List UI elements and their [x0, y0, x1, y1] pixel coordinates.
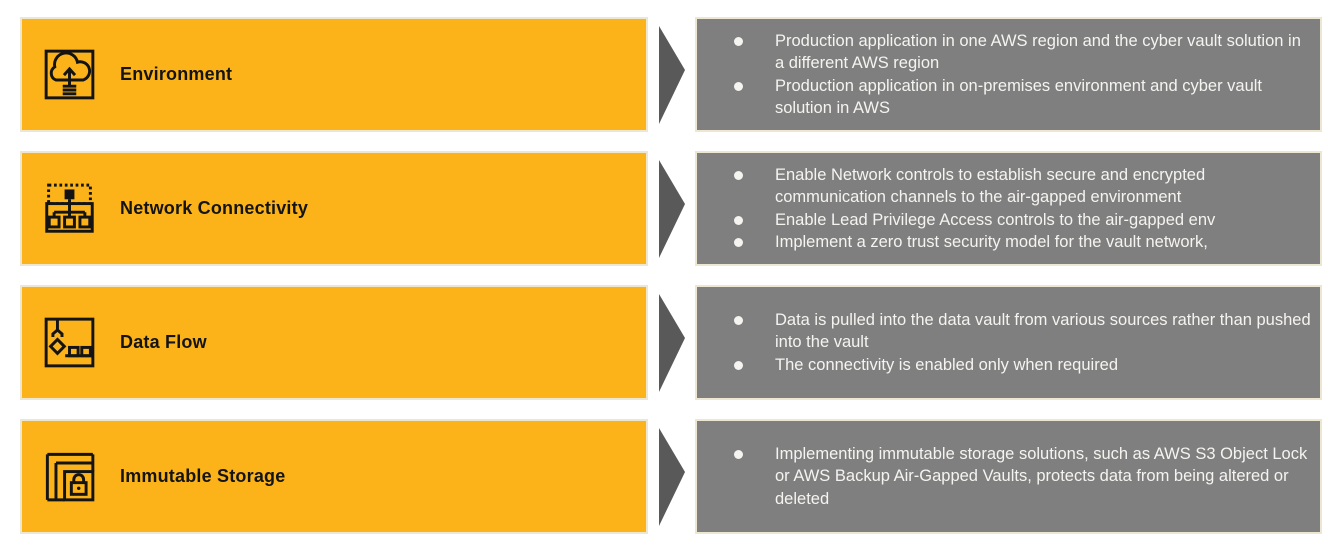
details-panel: Enable Network controls to establish sec…	[695, 151, 1322, 266]
details-panel: Data is pulled into the data vault from …	[695, 285, 1322, 400]
step-bar-data-flow: Data Flow	[20, 285, 648, 400]
bullet-list: Production application in one AWS region…	[697, 28, 1320, 122]
diagram-row-environment: Environment Production application in on…	[20, 17, 1322, 132]
details-panel: Implementing immutable storage solutions…	[695, 419, 1322, 534]
arrow-right-icon	[658, 25, 685, 124]
step-icon-slot	[40, 179, 99, 238]
diagram-row-immutable-storage: Immutable Storage Implementing immutable…	[20, 419, 1322, 534]
details-panel: Production application in one AWS region…	[695, 17, 1322, 132]
step-bar-immutable-storage: Immutable Storage	[20, 419, 648, 534]
bullet-item: Enable Lead Privilege Access controls to…	[697, 209, 1320, 232]
bullet-list: Data is pulled into the data vault from …	[697, 307, 1320, 379]
arrow-zone	[648, 419, 695, 534]
arrow-zone	[648, 17, 695, 132]
bullet-item: Data is pulled into the data vault from …	[697, 309, 1320, 354]
bullet-item: Production application in one AWS region…	[697, 30, 1320, 75]
network-tree-icon	[45, 183, 94, 233]
arrow-right-icon	[658, 159, 685, 258]
step-icon-slot	[40, 313, 99, 372]
arrow-zone	[648, 151, 695, 266]
bullet-item: Enable Network controls to establish sec…	[697, 164, 1320, 209]
diagram-row-network-connectivity: Network Connectivity Enable Network cont…	[20, 151, 1322, 266]
arrow-right-icon	[658, 293, 685, 392]
step-bar-environment: Environment	[20, 17, 648, 132]
data-pull-icon	[44, 317, 95, 368]
step-label: Network Connectivity	[120, 198, 309, 218]
step-label: Immutable Storage	[120, 466, 286, 486]
arrow-right-icon	[658, 427, 685, 526]
step-bar-network-connectivity: Network Connectivity	[20, 151, 648, 266]
diagram-row-data-flow: Data Flow Data is pulled into the data v…	[20, 285, 1322, 400]
cloud-upload-icon	[44, 49, 95, 100]
bullet-list: Enable Network controls to establish sec…	[697, 162, 1320, 256]
step-icon-slot	[40, 45, 99, 104]
step-label: Data Flow	[120, 332, 207, 352]
bullet-item: The connectivity is enabled only when re…	[697, 354, 1320, 377]
bullet-item: Implement a zero trust security model fo…	[697, 231, 1320, 254]
vault-lock-icon	[45, 452, 95, 502]
step-label: Environment	[120, 64, 233, 84]
bullet-item: Production application in on-premises en…	[697, 75, 1320, 120]
arrow-zone	[648, 285, 695, 400]
bullet-item: Implementing immutable storage solutions…	[697, 443, 1320, 511]
bullet-list: Implementing immutable storage solutions…	[697, 441, 1320, 513]
step-icon-slot	[40, 447, 99, 506]
